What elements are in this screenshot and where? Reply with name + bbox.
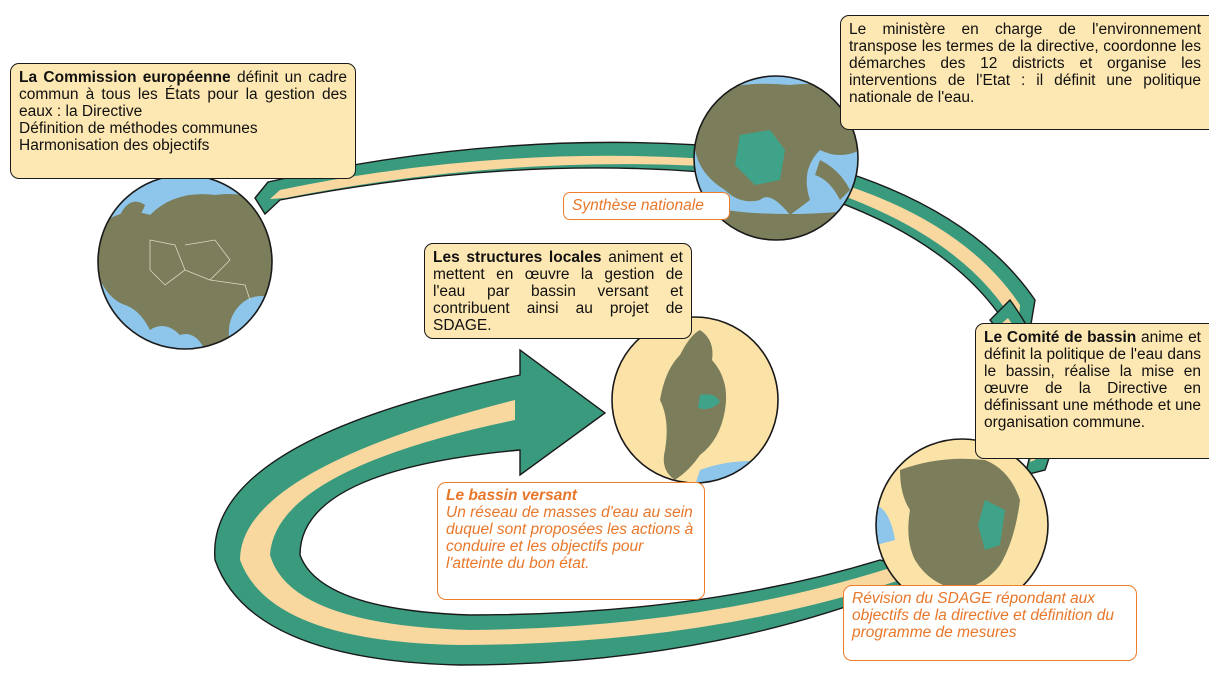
structures-box: Les structures locales animent et metten… [424,243,692,339]
basin-globe [611,316,779,484]
ministere-text: Le ministère en charge de l'environnemen… [849,21,1201,106]
commission-title: La Commission européenne [19,69,231,86]
france-globe [875,438,1049,612]
synthese-text: Synthèse nationale [572,197,704,214]
revision-text: Révision du SDAGE répondant aux objectif… [852,590,1114,641]
comite-box: Le Comité de bassin anime et définit la … [975,323,1209,459]
revision-box: Révision du SDAGE répondant aux objectif… [843,585,1137,661]
bassin-box: Le bassin versant Un réseau de masses d'… [437,482,705,600]
structures-text: animent et mettent en œuvre la gestion d… [433,249,683,334]
commission-line2: Définition de méthodes communes [19,120,258,137]
commission-line3: Harmonisation des objectifs [19,137,210,154]
bassin-title: Le bassin versant [446,487,577,504]
comite-title: Le Comité de bassin [984,329,1137,346]
lower-loop-outer [214,348,933,666]
bassin-text: Un réseau de masses d'eau au sein duquel… [446,504,694,572]
synthese-label: Synthèse nationale [563,192,730,220]
europe-globe [97,174,273,350]
commission-lead: définit un cadre commun à tous les États… [19,69,347,120]
structures-title: Les structures locales [433,249,602,266]
comite-text: anime et définit la politique de l'eau d… [984,329,1201,431]
ministere-box: Le ministère en charge de l'environnemen… [840,15,1209,130]
lower-loop-inner [240,400,900,645]
commission-box: La Commission européenne définit un cadr… [10,63,356,179]
lower-loop-arrow [214,348,933,666]
mediterranean-globe [693,75,859,241]
